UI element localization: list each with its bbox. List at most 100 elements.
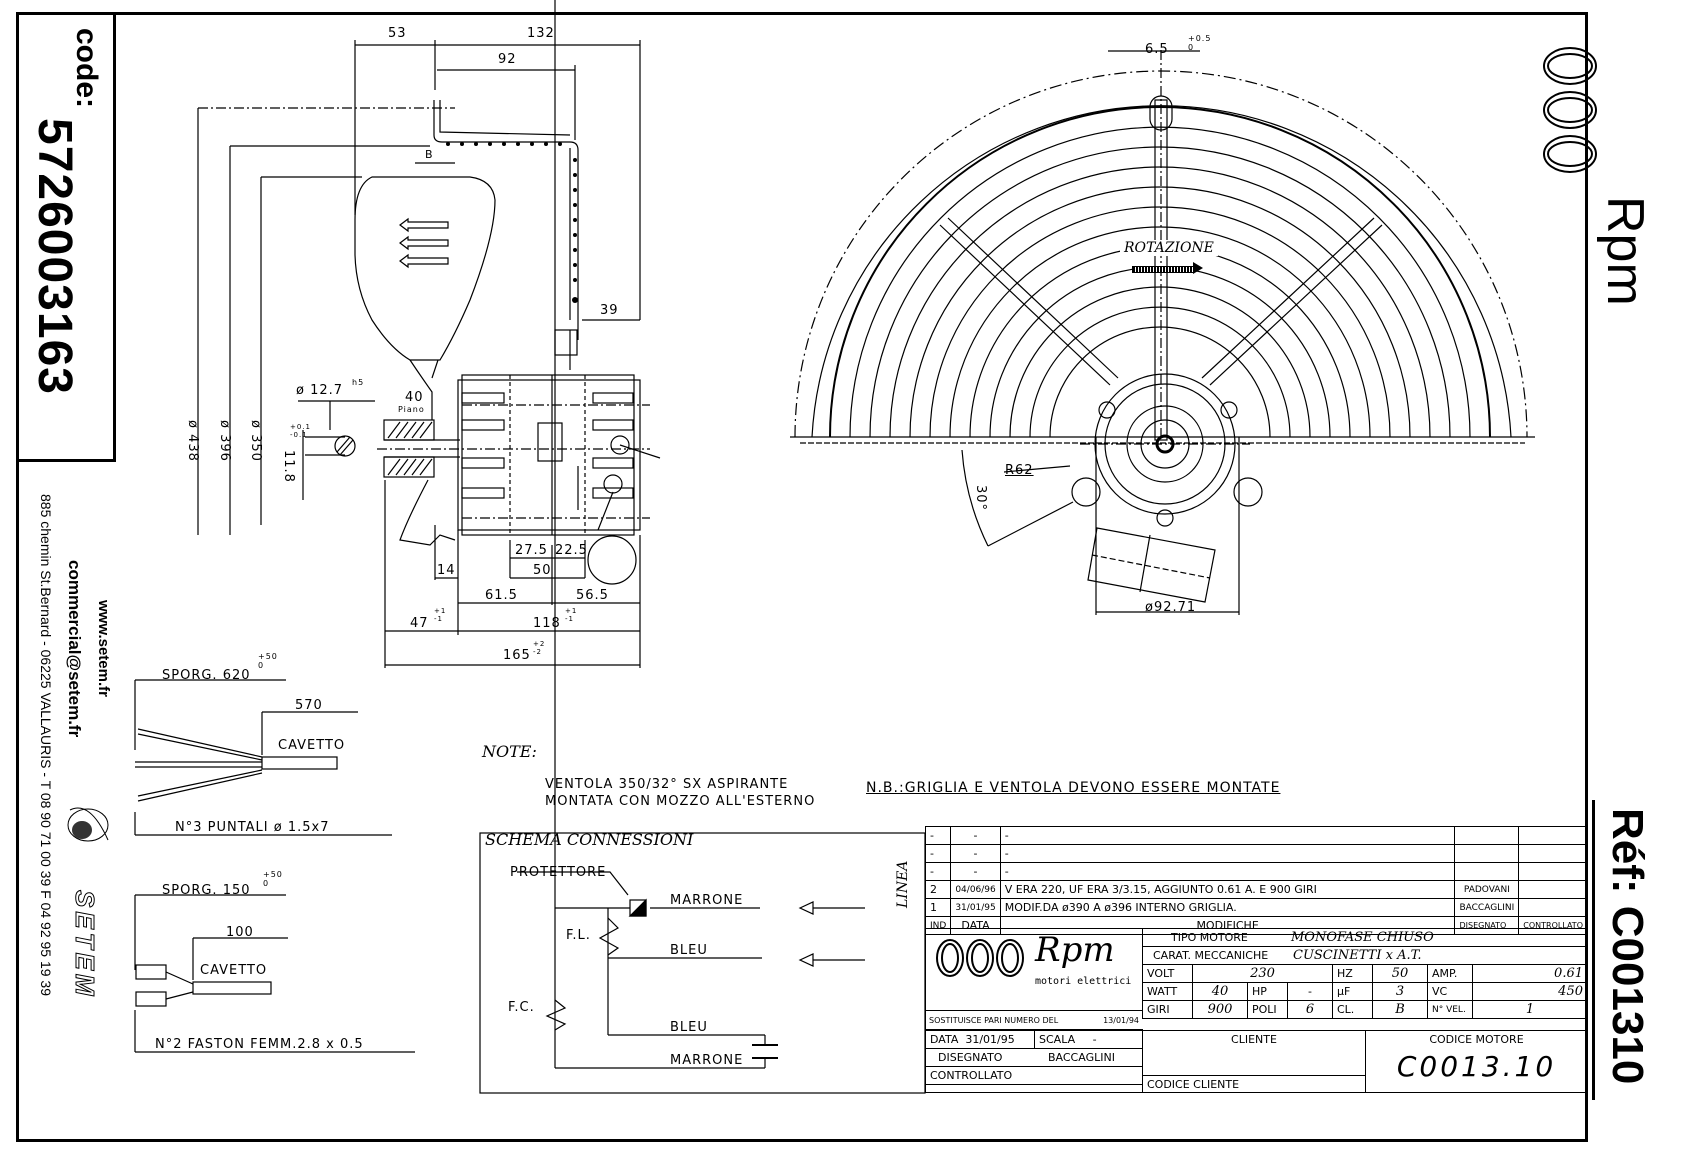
wire-bleu-1: BLEU	[670, 943, 708, 958]
revision-row: ---	[924, 844, 1588, 863]
winding-fl: F.L.	[566, 928, 591, 943]
dim-shaft-tol: h5	[352, 378, 365, 387]
table-cell: 31/01/95	[950, 898, 1001, 917]
table-cell: IND	[924, 916, 952, 935]
table-row: DISEGNATO BACCAGLINI	[925, 1048, 1143, 1067]
disegnato-value: BACCAGLINI	[1048, 1051, 1115, 1064]
cl-value: B	[1372, 1000, 1428, 1019]
dim-40: 40	[405, 390, 424, 405]
codice-motore-label: CODICE MOTORE	[1429, 1033, 1524, 1046]
dim-flat: 11.8	[281, 450, 296, 483]
amp-value: 0.61	[1472, 964, 1588, 983]
cable-drawing-2	[134, 894, 415, 1053]
fan-blade	[354, 176, 496, 361]
dim-dia-350: ø 350	[248, 420, 263, 462]
carat-label: CARAT. MECCANICHE	[1153, 949, 1269, 962]
cliente-cell: CLIENTE CODICE CLIENTE	[1142, 1030, 1366, 1093]
table-cell: V ERA 220, UF ERA 3/3.15, AGGIUNTO 0.61 …	[999, 880, 1456, 899]
table-cell	[1518, 880, 1588, 899]
rpm-small-logo-icon	[936, 939, 1024, 977]
amp-label: AMP.	[1427, 964, 1473, 983]
cable2-tol: +50 0	[263, 870, 283, 888]
dim-27-5: 27.5	[515, 543, 548, 558]
wire-marrone-2: MARRONE	[670, 1053, 744, 1068]
data-value: 31/01/95	[965, 1033, 1015, 1046]
cable1-length: 570	[295, 698, 323, 713]
poli-value: 6	[1287, 1000, 1333, 1019]
winding-fc: F.C.	[508, 1000, 535, 1015]
bracket-dots	[446, 142, 578, 303]
revision-row: ---	[924, 826, 1588, 845]
dim-shaft-dia: ø 12.7	[296, 383, 344, 398]
vel-value: 1	[1472, 1000, 1588, 1019]
table-cell: -	[950, 862, 1001, 881]
table-cell: -	[999, 826, 1456, 845]
cable1-desc: N°3 PUNTALI ø 1.5x7	[175, 820, 330, 835]
table-cell	[1454, 826, 1520, 845]
dim-dia-438: ø 438	[185, 420, 200, 462]
table-cell: -	[924, 826, 952, 845]
table-cell: 2	[924, 880, 952, 899]
dim-b: B	[425, 148, 434, 161]
cable2-label: CAVETTO	[200, 963, 268, 978]
motor-body	[457, 329, 661, 585]
table-row: VOLT 230 HZ 50 AMP. 0.61	[1142, 964, 1588, 983]
dim-118: 118	[533, 616, 561, 631]
dim-118-tol: +1 -1	[565, 607, 578, 623]
codice-motore-cell: CODICE MOTORE C0013.10	[1365, 1030, 1588, 1093]
wire-bleu-2: BLEU	[670, 1020, 708, 1035]
table-row: WATT 40 HP - µF 3 VC 450	[1142, 982, 1588, 1001]
disegnato-label: DISEGNATO	[938, 1051, 1003, 1064]
cliente-label: CLIENTE	[1231, 1033, 1277, 1046]
dim-14: 14	[437, 563, 456, 578]
airflow-arrows	[399, 217, 449, 269]
dim-angle: 30°	[973, 485, 988, 512]
watt-label: WATT	[1142, 982, 1193, 1001]
motor-front-view	[961, 373, 1263, 615]
cable1-label: CAVETTO	[278, 738, 346, 753]
cable1-sporg: SPORG. 620	[162, 668, 251, 683]
dim-flat-tol: +0.1 -0.1	[290, 423, 311, 439]
table-row: GIRI 900 POLI 6 CL. B N° VEL. 1	[1142, 1000, 1588, 1019]
volt-value: 230	[1192, 964, 1333, 983]
cl-label: CL.	[1332, 1000, 1373, 1019]
cable1-tol: +50 0	[258, 652, 278, 670]
hp-label: HP	[1247, 982, 1288, 1001]
dim-slot: 6.5	[1145, 42, 1169, 57]
watt-value: 40	[1192, 982, 1248, 1001]
protettore-label: PROTETTORE	[510, 865, 607, 880]
revision-row: ---	[924, 862, 1588, 881]
uf-label: µF	[1332, 982, 1373, 1001]
table-cell	[1518, 826, 1588, 845]
dimension-lines-bottom	[384, 319, 641, 668]
dim-165-tol: +2 -2	[533, 640, 546, 656]
dim-50: 50	[533, 563, 552, 578]
scala-label: SCALA	[1039, 1033, 1076, 1046]
dim-slot-tol: +0.5 0	[1188, 34, 1212, 52]
poli-label: POLI	[1247, 1000, 1288, 1019]
cable2-desc: N°2 FASTON FEMM.2.8 x 0.5	[155, 1037, 364, 1052]
rotation-label: ROTAZIONE	[1120, 240, 1218, 256]
title-logo-cell: Rpm motori elettrici	[925, 928, 1143, 1010]
carat-value: CUSCINETTI x A.T.	[1293, 948, 1422, 963]
table-row: CARAT. MECCANICHE CUSCINETTI x A.T.	[1142, 946, 1588, 965]
table-cell	[1454, 844, 1520, 863]
sostituisce-row: SOSTITUISCE PARI NUMERO DEL 13/01/94	[925, 1010, 1143, 1030]
rpm-logo-icon	[1535, 44, 1600, 184]
schema-title: SCHEMA CONNESSIONI	[485, 830, 694, 849]
hz-label: HZ	[1332, 964, 1373, 983]
wire-marrone-1: MARRONE	[670, 893, 744, 908]
dimension-lines-top	[354, 40, 641, 320]
title-logo-subtitle: motori elettrici	[1035, 976, 1132, 987]
table-cell: MODIF.DA ø390 A ø396 INTERNO GRIGLIA.	[999, 898, 1456, 917]
table-cell: -	[924, 862, 952, 881]
dim-165: 165	[503, 648, 531, 663]
table-cell: -	[999, 862, 1456, 881]
nb-note: N.B.:GRIGLIA E VENTOLA DEVONO ESSERE MON…	[866, 780, 1281, 796]
dim-56-5: 56.5	[576, 588, 609, 603]
dim-39: 39	[600, 303, 619, 318]
vc-label: VC	[1427, 982, 1473, 1001]
